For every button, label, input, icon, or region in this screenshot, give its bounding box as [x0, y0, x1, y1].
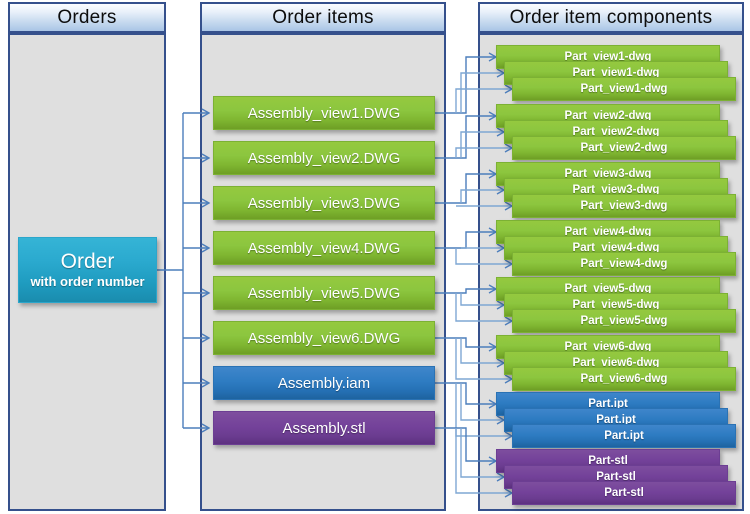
- panel-components-header: Order item components: [478, 2, 744, 33]
- component-label: Part_view5-dwg: [572, 299, 660, 311]
- order-item-assembly-view1[interactable]: Assembly_view1.DWG: [213, 96, 435, 130]
- order-item-label: Assembly_view2.DWG: [247, 149, 401, 167]
- component-label: Part_view2-dwg: [564, 110, 652, 122]
- component-part-view6-c[interactable]: Part_view6-dwg: [512, 367, 736, 391]
- component-part-view5-c[interactable]: Part_view5-dwg: [512, 309, 736, 333]
- component-label: Part.ipt: [596, 414, 636, 426]
- component-label: Part_view6-dwg: [572, 357, 660, 369]
- panel-order-items-title: Order items: [272, 6, 374, 28]
- component-label: Part.ipt: [604, 430, 644, 442]
- order-item-label: Assembly_view4.DWG: [247, 239, 401, 257]
- order-item-assembly-view3[interactable]: Assembly_view3.DWG: [213, 186, 435, 220]
- component-part-view2-c[interactable]: Part_view2-dwg: [512, 136, 736, 160]
- component-label: Part_view4-dwg: [572, 242, 660, 254]
- component-label: Part_view1-dwg: [572, 67, 660, 79]
- component-label: Part_view1-dwg: [564, 51, 652, 63]
- component-label: Part_view2-dwg: [580, 142, 668, 154]
- order-item-assembly-view2[interactable]: Assembly_view2.DWG: [213, 141, 435, 175]
- component-label: Part_view5-dwg: [580, 315, 668, 327]
- component-label: Part_view3-dwg: [572, 184, 660, 196]
- component-part-view3-c[interactable]: Part_view3-dwg: [512, 194, 736, 218]
- component-label: Part.ipt: [588, 398, 628, 410]
- order-item-assembly-view6[interactable]: Assembly_view6.DWG: [213, 321, 435, 355]
- component-label: Part_view4-dwg: [564, 226, 652, 238]
- component-part-ipt-c[interactable]: Part.ipt: [512, 424, 736, 448]
- panel-orders-header: Orders: [8, 2, 166, 33]
- component-part-view1-c[interactable]: Part_view1-dwg: [512, 77, 736, 101]
- order-item-label: Assembly_view6.DWG: [247, 329, 401, 347]
- component-label: Part_view3-dwg: [564, 168, 652, 180]
- panel-order-items-header: Order items: [200, 2, 446, 33]
- panel-components-title: Order item components: [509, 6, 713, 28]
- order-item-label: Assembly_view1.DWG: [247, 104, 401, 122]
- order-item-assembly-view5[interactable]: Assembly_view5.DWG: [213, 276, 435, 310]
- component-label: Part_view3-dwg: [580, 200, 668, 212]
- component-label: Part_view1-dwg: [580, 83, 668, 95]
- component-label: Part_view4-dwg: [580, 258, 668, 270]
- panel-orders-title: Orders: [57, 6, 117, 28]
- order-item-label: Assembly_view5.DWG: [247, 284, 401, 302]
- component-part-view4-c[interactable]: Part_view4-dwg: [512, 252, 736, 276]
- order-item-label: Assembly.iam: [277, 374, 371, 392]
- order-node-subtitle: with order number: [30, 273, 145, 289]
- order-item-assembly-view4[interactable]: Assembly_view4.DWG: [213, 231, 435, 265]
- order-node[interactable]: Order with order number: [18, 237, 157, 303]
- component-label: Part-stl: [604, 487, 644, 499]
- component-part-stl-c[interactable]: Part-stl: [512, 481, 736, 505]
- component-label: Part_view6-dwg: [580, 373, 668, 385]
- order-item-assembly-stl[interactable]: Assembly.stl: [213, 411, 435, 445]
- order-item-label: Assembly.stl: [282, 419, 366, 437]
- order-item-label: Assembly_view3.DWG: [247, 194, 401, 212]
- component-label: Part_view6-dwg: [564, 341, 652, 353]
- component-label: Part_view5-dwg: [564, 283, 652, 295]
- order-item-assembly-iam[interactable]: Assembly.iam: [213, 366, 435, 400]
- component-label: Part-stl: [596, 471, 636, 483]
- component-label: Part_view2-dwg: [572, 126, 660, 138]
- order-node-title: Order: [60, 250, 115, 274]
- component-label: Part-stl: [588, 455, 628, 467]
